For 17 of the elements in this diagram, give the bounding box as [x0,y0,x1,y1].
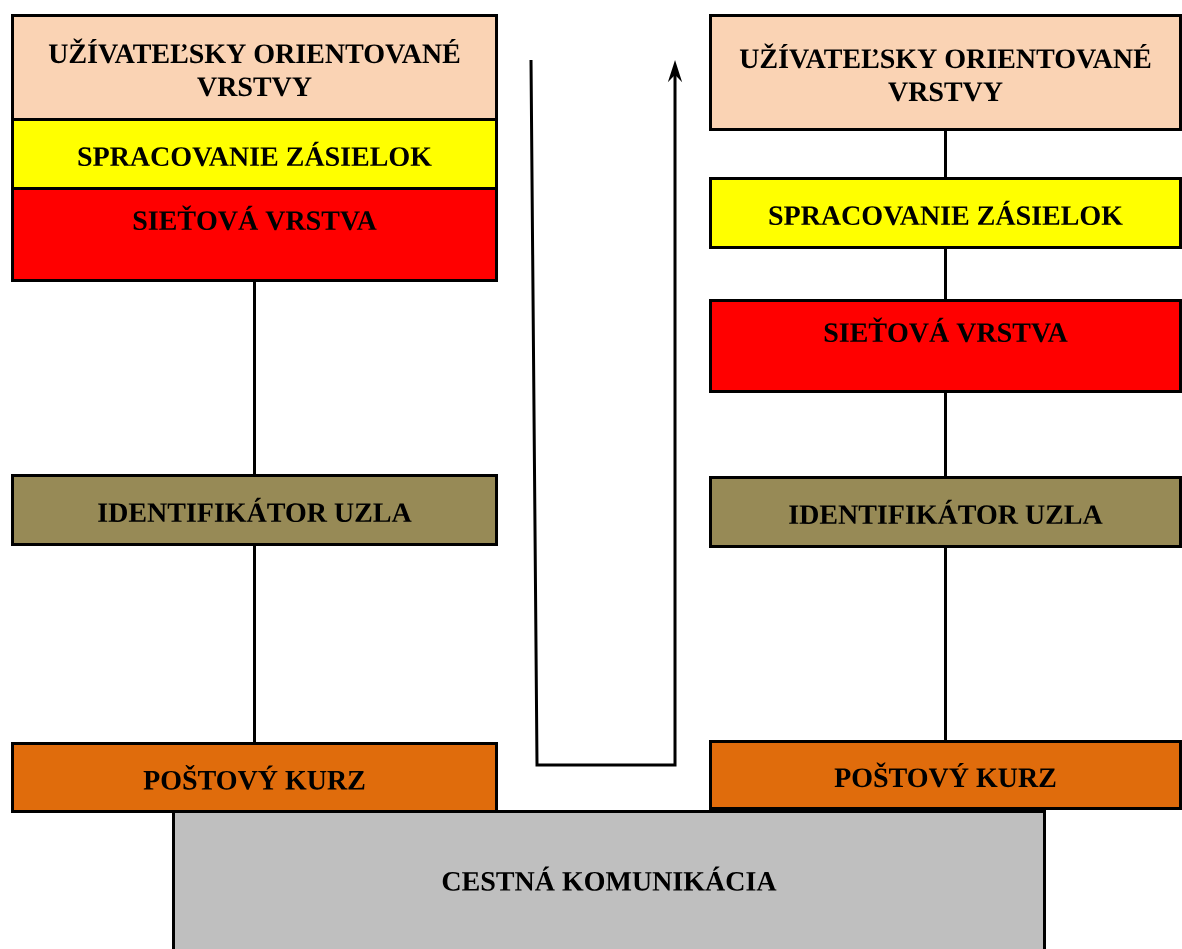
road-box: CESTNÁ KOMUNIKÁCIA [172,810,1046,949]
layer-box: POŠTOVÝ KURZ [11,742,498,813]
layer-box: IDENTIFIKÁTOR UZLA [11,474,498,546]
layer-box: SIEŤOVÁ VRSTVA [709,299,1182,393]
layer-box: IDENTIFIKÁTOR UZLA [709,476,1182,548]
layer-box: POŠTOVÝ KURZ [709,740,1182,810]
connector-line [253,546,256,742]
connector-line [944,548,947,740]
connector-line [944,131,947,177]
connector-line [253,282,256,474]
layer-box: SIEŤOVÁ VRSTVA [11,187,498,282]
connector-line [944,393,947,476]
layer-box: SPRACOVANIE ZÁSIELOK [709,177,1182,249]
layer-box: SPRACOVANIE ZÁSIELOK [11,118,498,190]
layer-box: UŽÍVATEĽSKY ORIENTOVANÉ VRSTVY [709,14,1182,131]
connector-line [944,249,947,299]
layer-box: UŽÍVATEĽSKY ORIENTOVANÉ VRSTVY [11,14,498,121]
